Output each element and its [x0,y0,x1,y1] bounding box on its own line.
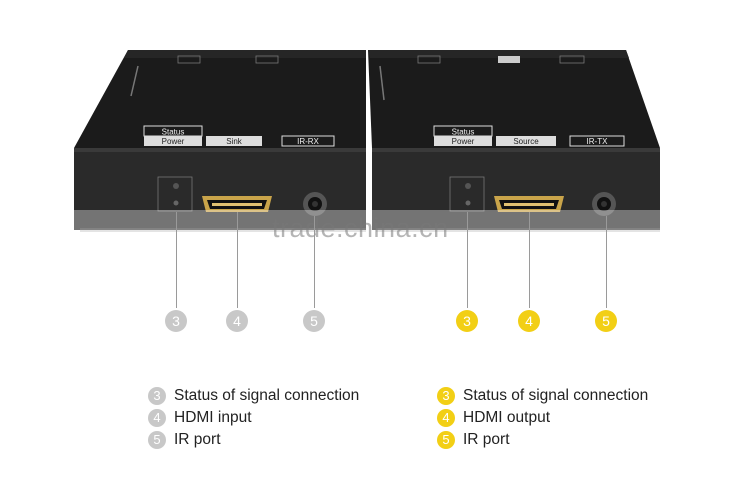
transmitter-status-label: Status [452,128,475,137]
marker-3-transmitter: 3 [456,310,478,332]
marker-5-receiver: 5 [303,310,325,332]
legend-text: HDMI input [174,409,252,426]
leader-line [606,216,607,308]
receiver-status-label: Status [162,128,185,137]
legend-text: IR port [174,431,221,448]
legend-item: 3 Status of signal connection [437,385,648,407]
marker-4-receiver: 4 [226,310,248,332]
legend-item: 5 IR port [437,429,648,451]
marker-4-transmitter: 4 [518,310,540,332]
legend-item: 4 HDMI input [148,407,359,429]
watermark-text: trade.china.cn [272,213,449,243]
legend-text: HDMI output [463,409,551,426]
marker-3-receiver: 3 [165,310,187,332]
leader-line [176,212,177,308]
receiver-sink-label: Sink [226,137,243,146]
legend-item: 3 Status of signal connection [148,385,359,407]
legend-text: IR port [463,431,510,448]
legend-item: 5 IR port [148,429,359,451]
receiver-ir-label: IR-RX [297,137,319,146]
legend-text: Status of signal connection [463,387,649,404]
receiver-front-panel [74,148,366,230]
leader-line [314,216,315,308]
receiver-top-panel [74,50,366,148]
marker-5-transmitter: 5 [595,310,617,332]
legend-number: 4 [437,409,455,427]
leader-line [467,212,468,308]
leader-line [529,212,530,308]
receiver-power-label: Power [162,137,185,146]
legend-item: 4 HDMI output [437,407,648,429]
legend-text: Status of signal connection [174,387,360,404]
watermark-band [0,210,750,246]
legend-number: 5 [148,431,166,449]
legend-transmitter: 3 Status of signal connection 4 HDMI out… [437,385,648,451]
legend-number: 3 [437,387,455,405]
transmitter-front-panel [372,148,660,230]
legend-number: 4 [148,409,166,427]
transmitter-source-label: Source [513,137,539,146]
legend-number: 5 [437,431,455,449]
leader-line [237,212,238,308]
transmitter-power-label: Power [452,137,475,146]
legend-number: 3 [148,387,166,405]
transmitter-top-panel [368,50,660,148]
legend-receiver: 3 Status of signal connection 4 HDMI inp… [148,385,359,451]
transmitter-ir-label: IR-TX [587,137,609,146]
